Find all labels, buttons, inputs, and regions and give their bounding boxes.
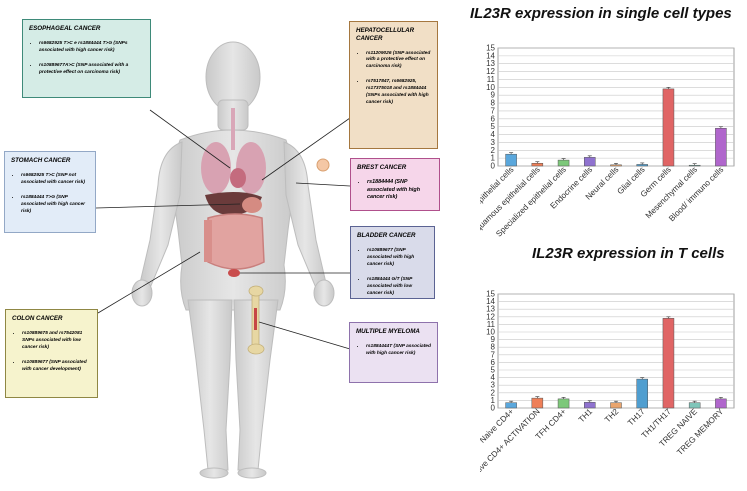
bar [715, 398, 727, 409]
box-title: MULTIPLE MYELOMA [356, 328, 420, 335]
chart-title-t-cells: IL23R expression in T cells [532, 245, 725, 262]
bar [688, 402, 701, 409]
bar [505, 402, 517, 409]
y-tick-label: 8 [491, 99, 496, 108]
box-title: COLON CANCER [12, 315, 63, 322]
box-title: BLADDER CANCER [357, 232, 416, 239]
x-tick-label: TREG MEMORY [675, 407, 725, 457]
multiple-myeloma-box: MULTIPLE MYELOMA rs1884444T (SNP associa… [349, 322, 438, 383]
bar [531, 397, 544, 409]
y-tick-label: 12 [486, 312, 495, 321]
stomach-cancer-box: STOMACH CANCER rs6682925 T>C (SNP not as… [4, 151, 96, 233]
bar [636, 378, 648, 409]
y-tick-label: 6 [491, 358, 496, 367]
colon-cancer-box: COLON CANCER rs10889675 and rs7542081 SN… [5, 309, 98, 398]
colon-segment [204, 220, 212, 262]
box-item: rs1884444T (SNP associated with high can… [366, 342, 431, 358]
organs [201, 108, 330, 277]
box-title: BREST CANCER [357, 164, 407, 171]
y-tick-label: 1 [491, 396, 496, 405]
bar [662, 88, 675, 167]
esophageal-cancer-box: ESOPHAGEAL CANCER rs6682925 T>C e rs1884… [22, 19, 151, 98]
box-item: rs10889675 and rs7542081 SNPs associated… [22, 329, 91, 352]
y-tick-label: 15 [486, 290, 495, 299]
x-tick-label: TH2 [603, 407, 621, 425]
connector-lines [95, 109, 351, 350]
y-tick-label: 1 [491, 154, 496, 163]
y-tick-label: 14 [486, 51, 495, 60]
x-tick-label: TH1 [577, 407, 595, 425]
box-item: rs1884444 T>G (SNP associated with high … [21, 193, 89, 216]
trachea [231, 108, 235, 150]
y-tick-label: 11 [487, 75, 496, 84]
box-title: ESOPHAGEAL CANCER [29, 25, 101, 32]
heart [230, 168, 246, 188]
bar [715, 127, 727, 167]
bar [557, 159, 570, 167]
y-tick-label: 14 [486, 297, 495, 306]
breast-cancer-box: BREST CANCER rs1884444 (SNP associated w… [350, 158, 440, 211]
y-tick-label: 7 [491, 350, 496, 359]
bar [505, 153, 517, 167]
y-tick-label: 5 [491, 366, 496, 375]
y-tick-label: 2 [491, 388, 496, 397]
bar [610, 164, 622, 167]
plot-area [497, 293, 735, 409]
bladder-cancer-box: BLADDER CANCER rs10889677 (SNP associate… [350, 226, 435, 299]
box-item: rs10889677 (SNP associated with cancer d… [22, 358, 91, 374]
box-item: rs1884444 G/T (SNP associated with low c… [367, 275, 428, 298]
box-item: rs6682925 T>C e rs1884444 T>G (SNPs asso… [39, 39, 144, 55]
box-item: rs10889677A>C (SNP associated with a pro… [39, 61, 144, 77]
box-item: rs7517847, rs6682925, rs17375018 and rs1… [366, 77, 431, 107]
y-tick-label: 3 [491, 138, 496, 147]
y-tick-label: 11 [487, 320, 496, 329]
femur-bone [247, 285, 265, 355]
bar [584, 402, 596, 409]
box-title: STOMACH CANCER [11, 157, 71, 164]
box-item: rs6682925 T>C (SNP not associated with c… [21, 171, 89, 187]
intestine [207, 213, 265, 270]
left-lung [201, 142, 231, 194]
hepatocellular-cancer-box: HEPATOCELLULAR CANCER rs11209026 (SNP as… [349, 21, 438, 149]
y-tick-label: 3 [491, 381, 496, 390]
y-tick-label: 12 [486, 67, 495, 76]
y-tick-label: 4 [491, 373, 496, 382]
box-item: rs10889677 (SNP associated with high can… [367, 246, 428, 269]
y-tick-label: 0 [491, 162, 496, 171]
single-cell-bar-chart: 0123456789101112131415Glandular epitheli… [480, 44, 735, 239]
breast-highlight [316, 158, 330, 172]
bar [584, 157, 596, 167]
y-tick-label: 8 [491, 343, 496, 352]
bar [610, 402, 622, 409]
y-tick-label: 4 [491, 130, 496, 139]
bar [557, 398, 570, 409]
plot-area [497, 47, 735, 167]
y-tick-label: 15 [486, 44, 495, 53]
bar [662, 318, 675, 409]
box-item: rs11209026 (SNP associated with a protec… [366, 49, 431, 72]
y-tick-label: 10 [486, 83, 495, 92]
y-tick-label: 6 [491, 114, 496, 123]
chart-title-single-cell: IL23R expression in single cell types [470, 5, 732, 22]
bladder [228, 269, 240, 277]
y-tick-label: 13 [486, 59, 495, 68]
y-tick-label: 10 [486, 328, 495, 337]
y-tick-label: 2 [491, 146, 496, 155]
box-item: rs1884444 (SNP associated with high canc… [367, 178, 433, 202]
y-tick-label: 0 [491, 404, 496, 413]
y-tick-label: 7 [491, 106, 496, 115]
y-tick-label: 5 [491, 122, 496, 131]
y-tick-label: 9 [491, 335, 496, 344]
bar [531, 162, 544, 167]
stomach [242, 197, 262, 213]
y-tick-label: 13 [486, 305, 495, 314]
box-title: HEPATOCELLULAR CANCER [356, 27, 415, 42]
y-tick-label: 9 [491, 91, 496, 100]
x-tick-label: TH17 [626, 407, 647, 428]
